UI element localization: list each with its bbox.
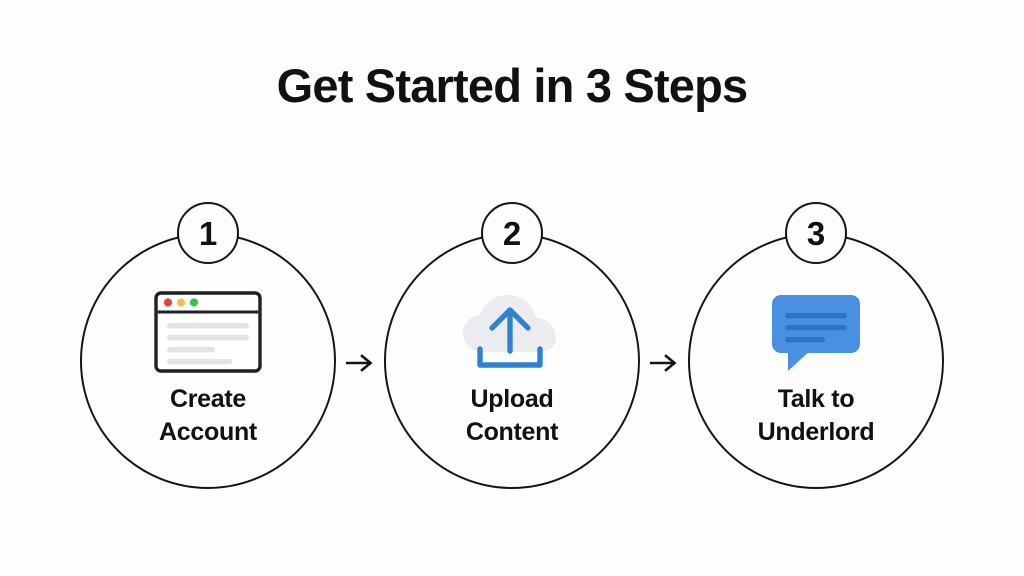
- step-icon-container-1: [80, 284, 336, 380]
- chat-bubble-icon: [772, 295, 860, 371]
- arrow-right-icon: [346, 354, 373, 372]
- step-label-1-line1: Create: [169, 385, 247, 413]
- step-card-2[interactable]: 2 Upload Content: [384, 198, 640, 498]
- browser-window-icon: [154, 291, 262, 373]
- cloud-upload-icon: [463, 295, 556, 368]
- step-label-3-line1: Talk to: [777, 385, 855, 413]
- step-label-2-line2: Content: [465, 418, 559, 446]
- connector-1: [336, 198, 384, 498]
- arrow-right-icon: [650, 354, 677, 372]
- step-card-3[interactable]: 3 Talk to Underlord: [688, 198, 944, 498]
- step-number-badge-1: 1: [177, 202, 239, 264]
- step-label-1: Create Account: [80, 383, 336, 449]
- steps-row: 1 Create Account: [0, 198, 1024, 508]
- step-label-2-line1: Upload: [470, 385, 554, 413]
- step-label-1-line2: Account: [159, 418, 257, 446]
- step-card-1[interactable]: 1 Create Account: [80, 198, 336, 498]
- page-title: Get Started in 3 Steps: [276, 59, 749, 112]
- step-label-2: Upload Content: [384, 383, 640, 449]
- connector-2: [640, 198, 688, 498]
- step-label-3: Talk to Underlord: [688, 383, 944, 449]
- step-icon-container-3: [688, 284, 944, 380]
- step-icon-container-2: [384, 284, 640, 380]
- step-label-3-line2: Underlord: [757, 418, 875, 446]
- step-number-badge-3: 3: [785, 202, 847, 264]
- step-number-badge-2: 2: [481, 202, 543, 264]
